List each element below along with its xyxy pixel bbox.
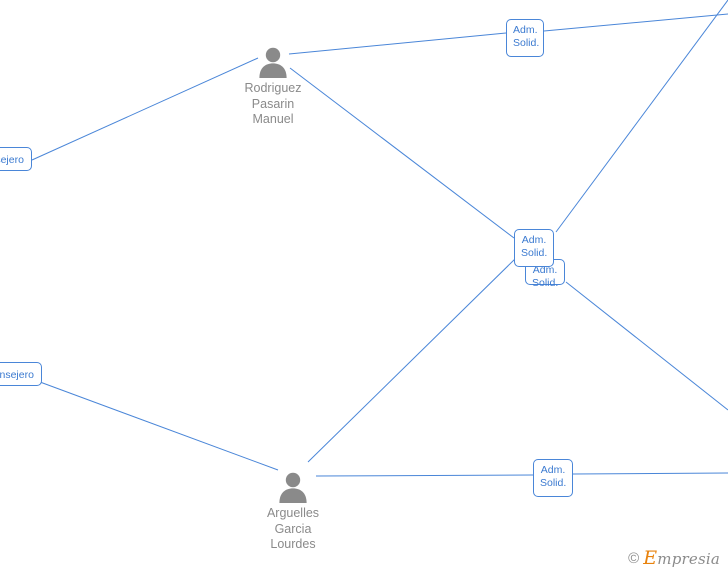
- brand-initial-letter: E: [643, 547, 658, 569]
- edge-top-person-to-left-upper-badge[interactable]: [31, 57, 259, 161]
- edge-top-right-corner-to-center-badge[interactable]: [555, 0, 728, 233]
- relation-badge-consejero-left-upper[interactable]: Consejero: [0, 147, 32, 171]
- person-node-label: Arguelles Garcia Lourdes: [266, 506, 320, 551]
- person-icon: [259, 47, 287, 78]
- brand-wordmark: Empresia: [643, 547, 720, 569]
- edge-center-badge-to-bottom-person[interactable]: [307, 257, 517, 463]
- person-node-arguelles-garcia-lourdes[interactable]: Arguelles Garcia Lourdes: [233, 470, 353, 553]
- relation-badge-adm-solid-bottom-right[interactable]: Adm. Solid.: [533, 459, 573, 497]
- person-node-label: Rodriguez Pasarin Manuel: [244, 81, 302, 126]
- relation-badge-adm-solid-top-right[interactable]: Adm. Solid.: [506, 19, 544, 57]
- brand-rest-letters: mpresia: [657, 550, 720, 568]
- person-node-rodriguez-pasarin-manuel[interactable]: Rodriguez Pasarin Manuel: [213, 45, 333, 128]
- empresia-watermark: © Empresia: [628, 547, 720, 569]
- edge-top-right-badge-to-right-edge[interactable]: [543, 13, 728, 32]
- relation-badge-adm-solid-center-back[interactable]: Adm. Solid.: [525, 259, 565, 289]
- copyright-icon: ©: [628, 549, 640, 567]
- person-icon: [279, 472, 307, 503]
- relation-badge-consejero-left-lower[interactable]: Consejero: [0, 362, 42, 386]
- edge-top-person-to-center-badge[interactable]: [289, 67, 515, 239]
- relation-badge-adm-solid-center-front[interactable]: Adm. Solid.: [514, 229, 554, 267]
- edge-left-lower-badge-to-bottom-person[interactable]: [39, 381, 279, 471]
- edge-bottom-badge-to-right-edge[interactable]: [572, 472, 728, 475]
- edge-top-person-to-top-right-badge[interactable]: [288, 32, 507, 55]
- edge-bottom-person-to-bottom-badge[interactable]: [315, 474, 534, 477]
- edge-center-back-badge-to-right-edge[interactable]: [565, 281, 728, 411]
